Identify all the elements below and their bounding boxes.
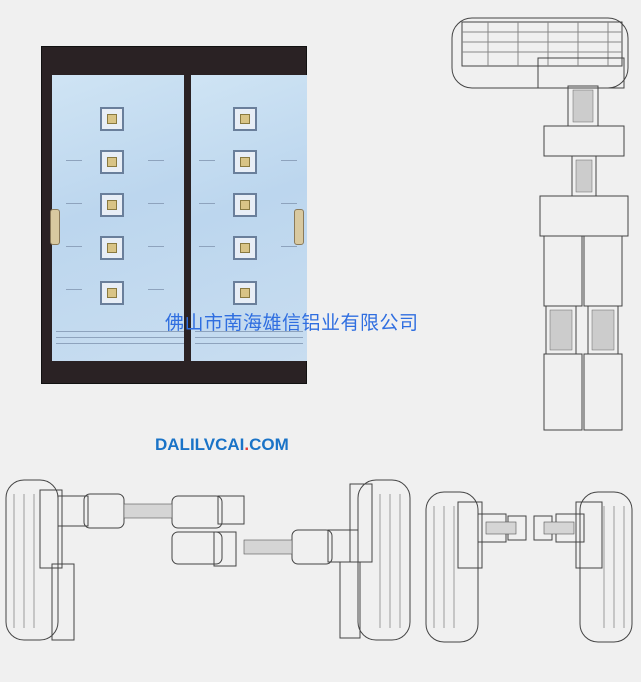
door-handle-left — [50, 209, 60, 245]
vertical-profile-section — [451, 17, 629, 431]
company-name-watermark: 佛山市南海雄信铝业有限公司 — [165, 312, 419, 334]
website-watermark: DALILVCAI.COM — [155, 435, 289, 455]
decor-tile — [233, 150, 257, 174]
sliding-door-photo — [41, 46, 307, 384]
decor-tile — [233, 236, 257, 260]
decor-tile — [233, 107, 257, 131]
horizontal-profile-section-left — [5, 479, 411, 641]
door-handle-right — [294, 209, 304, 245]
decor-tile — [100, 107, 124, 131]
door-left-glass-panel — [52, 75, 202, 361]
decor-tile — [100, 281, 124, 305]
decor-tile — [233, 193, 257, 217]
horizontal-profile-section-right — [425, 491, 633, 643]
door-right-glass-panel — [184, 75, 307, 361]
site-prefix: DALILVCAI — [155, 435, 245, 454]
site-dot: . — [244, 435, 250, 454]
decor-tile — [100, 236, 124, 260]
decor-tile — [233, 281, 257, 305]
decor-tile — [100, 193, 124, 217]
site-suffix: COM — [249, 435, 289, 454]
decor-tile — [100, 150, 124, 174]
